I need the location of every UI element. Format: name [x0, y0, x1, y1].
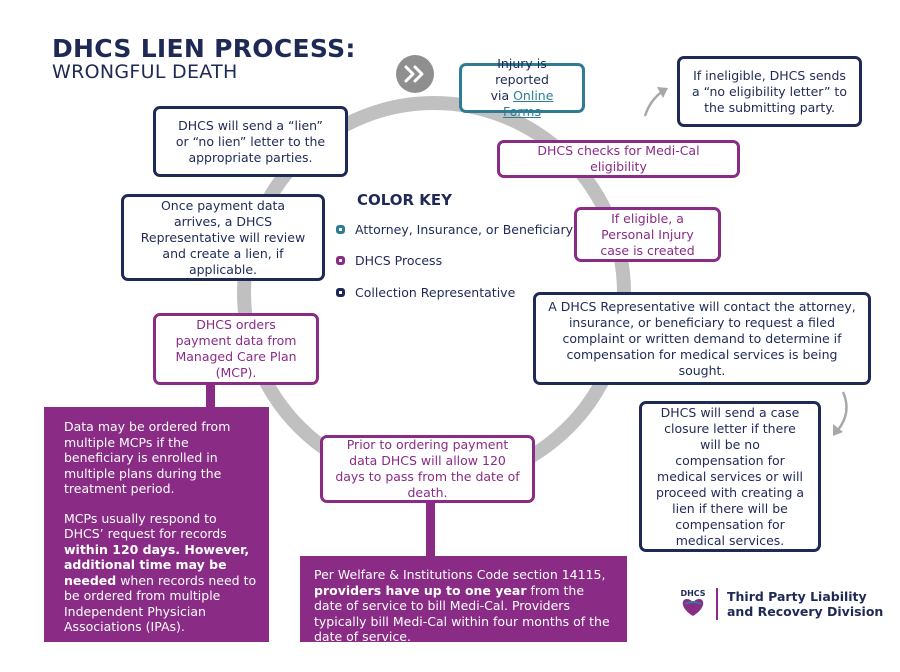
ineligible-arrow — [643, 89, 664, 117]
welfare-code-note: Per Welfare & Institutions Code section … — [300, 556, 627, 645]
step-order-payment-data: DHCS orders payment data from Managed Ca… — [153, 313, 319, 385]
division-line-2: and Recovery Division — [727, 604, 884, 619]
navy-swatch — [336, 288, 345, 297]
injury-text: Injury is reported — [495, 56, 549, 87]
online-forms-link[interactable]: Online Forms — [502, 88, 554, 119]
send-lien-text: DHCS will send a “lien” or “no lien” let… — [175, 117, 326, 165]
ineligible-text: If ineligible, DHCS sends a “no eligibil… — [692, 67, 847, 115]
welfare-note-c: from the date of service to bill Medi-Ca… — [314, 582, 610, 645]
mcp-note-p2c: when records need to be ordered from mul… — [64, 572, 257, 635]
welfare-note-a: Per Welfare & Institutions Code section … — [314, 567, 606, 582]
color-key-dhcs: DHCS Process — [336, 253, 442, 268]
dhcs-logo-mark: DHCS — [680, 589, 705, 598]
closure-text: DHCS will send a case closure letter if … — [655, 404, 805, 548]
division-line-1: Third Party Liability — [727, 589, 867, 604]
step-ineligible-letter: If ineligible, DHCS sends a “no eligibil… — [677, 56, 862, 127]
page-subtitle: WRONGFUL DEATH — [52, 61, 238, 83]
logo-divider — [716, 588, 718, 620]
welfare-note-connector — [426, 500, 435, 558]
step-injury-reported: Injury is reported via Online Forms — [459, 56, 585, 119]
color-key-label-3: Collection Representative — [355, 285, 516, 300]
eligible-text: If eligible, a Personal Injury case is c… — [600, 210, 695, 258]
injury-prefix: via — [490, 88, 514, 103]
closure-arrow-head — [833, 424, 843, 436]
teal-swatch — [336, 225, 345, 234]
mcp-note-p2b: within 120 days. However, additional tim… — [64, 541, 250, 588]
color-key-heading: COLOR KEY — [357, 191, 453, 209]
dhcs-logo: DHCS — [680, 589, 706, 616]
start-circle — [396, 55, 434, 93]
mcp-note-p1: Data may be ordered from multiple MCPs i… — [64, 419, 231, 496]
purple-swatch — [336, 256, 345, 265]
step-send-lien-letter: DHCS will send a “lien” or “no lien” let… — [153, 106, 348, 177]
double-chevron-right-icon — [404, 65, 424, 83]
mcp-note-connector — [206, 382, 215, 412]
step-case-closure: DHCS will send a case closure letter if … — [639, 401, 821, 552]
welfare-note-b: providers have up to one year — [314, 582, 527, 598]
step-case-created: If eligible, a Personal Injury case is c… — [574, 207, 721, 262]
step-prior-waiting: Prior to ordering payment data DHCS will… — [320, 435, 535, 503]
closure-arrow — [837, 391, 848, 431]
color-key-collection: Collection Representative — [336, 285, 515, 300]
review-text: Once payment data arrives, a DHCS Repres… — [140, 197, 306, 277]
step-review-create-lien: Once payment data arrives, a DHCS Repres… — [121, 194, 325, 281]
mcp-note: Data may be ordered from multiple MCPs i… — [44, 407, 269, 642]
page-title: DHCS LIEN PROCESS: — [52, 34, 356, 63]
step-check-eligibility: DHCS checks for Medi-Cal eligibility — [497, 140, 740, 178]
color-key-attorney: Attorney, Insurance, or Beneficiary — [336, 222, 573, 237]
division-name: Third Party Liability and Recovery Divis… — [727, 589, 883, 619]
color-key-label-2: DHCS Process — [355, 253, 443, 268]
ineligible-arrow-head — [657, 87, 668, 98]
color-key-label-1: Attorney, Insurance, or Beneficiary — [355, 222, 573, 237]
mcp-note-p2a: MCPs usually respond to DHCS’ request fo… — [64, 510, 227, 542]
prior-text: Prior to ordering payment data DHCS will… — [335, 437, 520, 500]
step-contact-attorney: A DHCS Representative will contact the a… — [533, 292, 871, 385]
mcp-note-p2: MCPs usually respond to DHCS’ request fo… — [64, 511, 257, 635]
orders-text: DHCS orders payment data from Managed Ca… — [175, 317, 297, 380]
contact-text: A DHCS Representative will contact the a… — [548, 298, 856, 378]
checks-text: DHCS checks for Medi-Cal eligibility — [537, 143, 700, 174]
